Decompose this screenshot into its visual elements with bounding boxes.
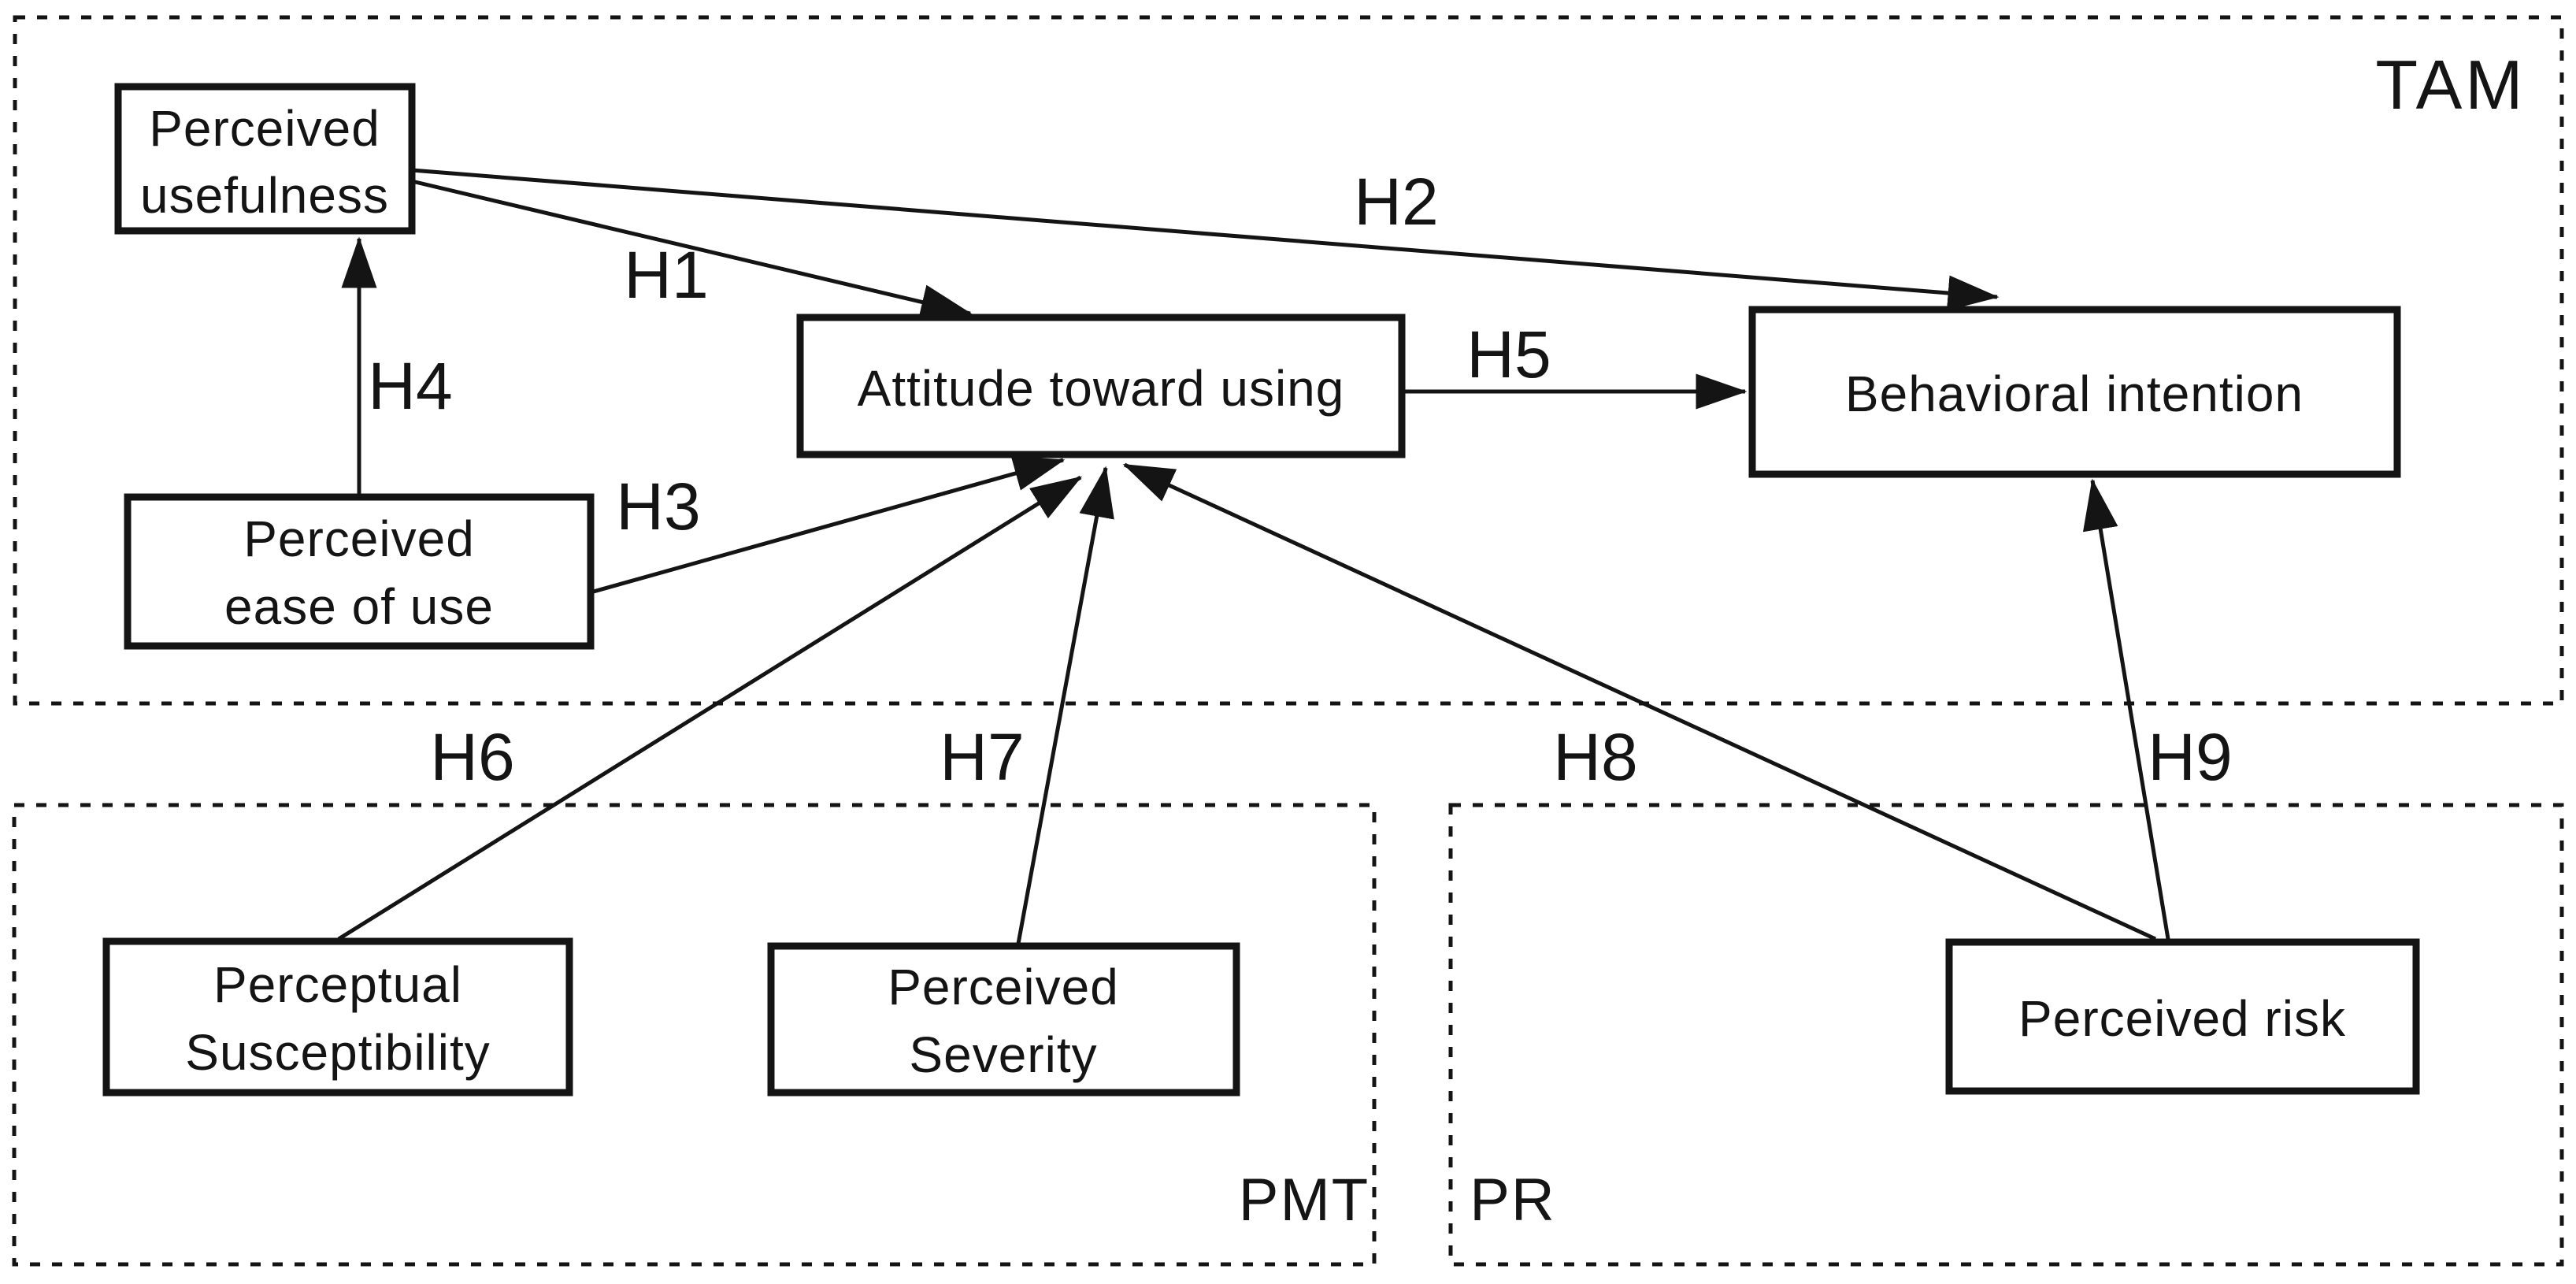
h2-label: H2 (1354, 165, 1438, 239)
node-behavioral-intention: Behavioral intention (1748, 306, 2401, 478)
perceived-risk-label: Perceived risk (2018, 990, 2346, 1047)
pr-group-boundary (1448, 803, 2564, 1267)
perceived-usefulness-label-line1: Perceived (149, 100, 380, 157)
perceived-severity-label-line1: Perceived (888, 959, 1119, 1015)
h7-label: H7 (940, 720, 1024, 794)
node-perceived-risk: Perceived risk (1945, 938, 2420, 1095)
node-perceptual-susceptibility: Perceptual Susceptibility (102, 937, 573, 1097)
arrow-h8-risk-to-attitude (1122, 462, 2157, 941)
h1-label: H1 (624, 238, 708, 312)
tam-group-boundary (13, 15, 2564, 706)
h9-label: H9 (2148, 720, 2232, 794)
arrow-h1-usefulness-to-attitude (411, 179, 973, 320)
tam-group-label: TAM (2375, 46, 2526, 124)
perceived-usefulness-label-line2: usefulness (140, 167, 389, 224)
perceived-severity-label-line2: Severity (909, 1026, 1097, 1083)
node-perceived-severity: Perceived Severity (767, 942, 1240, 1097)
behavioral-intention-label: Behavioral intention (1845, 366, 2304, 422)
attitude-toward-using-box (796, 314, 1406, 458)
perceived-severity-box (767, 942, 1240, 1097)
pmt-group-boundary (12, 803, 1377, 1267)
perceived-ease-of-use-box (124, 493, 595, 650)
node-perceived-usefulness: Perceived usefulness (114, 83, 416, 235)
perceived-usefulness-box (114, 83, 416, 235)
perceived-risk-box (1945, 938, 2420, 1095)
arrow-h6-susceptibility-to-attitude (337, 475, 1083, 941)
pmt-group-label: PMT (1239, 1167, 1370, 1234)
h8-label: H8 (1553, 720, 1637, 794)
node-perceived-ease-of-use: Perceived ease of use (124, 493, 595, 650)
arrow-h9-risk-to-intention (2082, 478, 2170, 940)
behavioral-intention-box (1748, 306, 2401, 478)
perceptual-susceptibility-label-line1: Perceptual (213, 956, 462, 1013)
h5-label: H5 (1466, 317, 1551, 392)
perceptual-susceptibility-label-line2: Susceptibility (185, 1024, 491, 1081)
node-attitude-toward-using: Attitude toward using (796, 314, 1406, 458)
arrow-h3-ease-to-attitude (590, 456, 1066, 595)
h4-label: H4 (368, 349, 452, 423)
perceived-ease-of-use-label-line1: Perceived (243, 510, 475, 567)
perceived-ease-of-use-label-line2: ease of use (224, 578, 494, 635)
pr-group-label: PR (1470, 1167, 1556, 1234)
h6-label: H6 (430, 720, 514, 794)
arrow-h2-usefulness-to-intention (411, 168, 2000, 311)
arrow-h7-severity-to-attitude (1016, 466, 1114, 944)
h3-label: H3 (616, 469, 700, 544)
perceptual-susceptibility-box (102, 937, 573, 1097)
attitude-toward-using-label: Attitude toward using (858, 360, 1345, 417)
